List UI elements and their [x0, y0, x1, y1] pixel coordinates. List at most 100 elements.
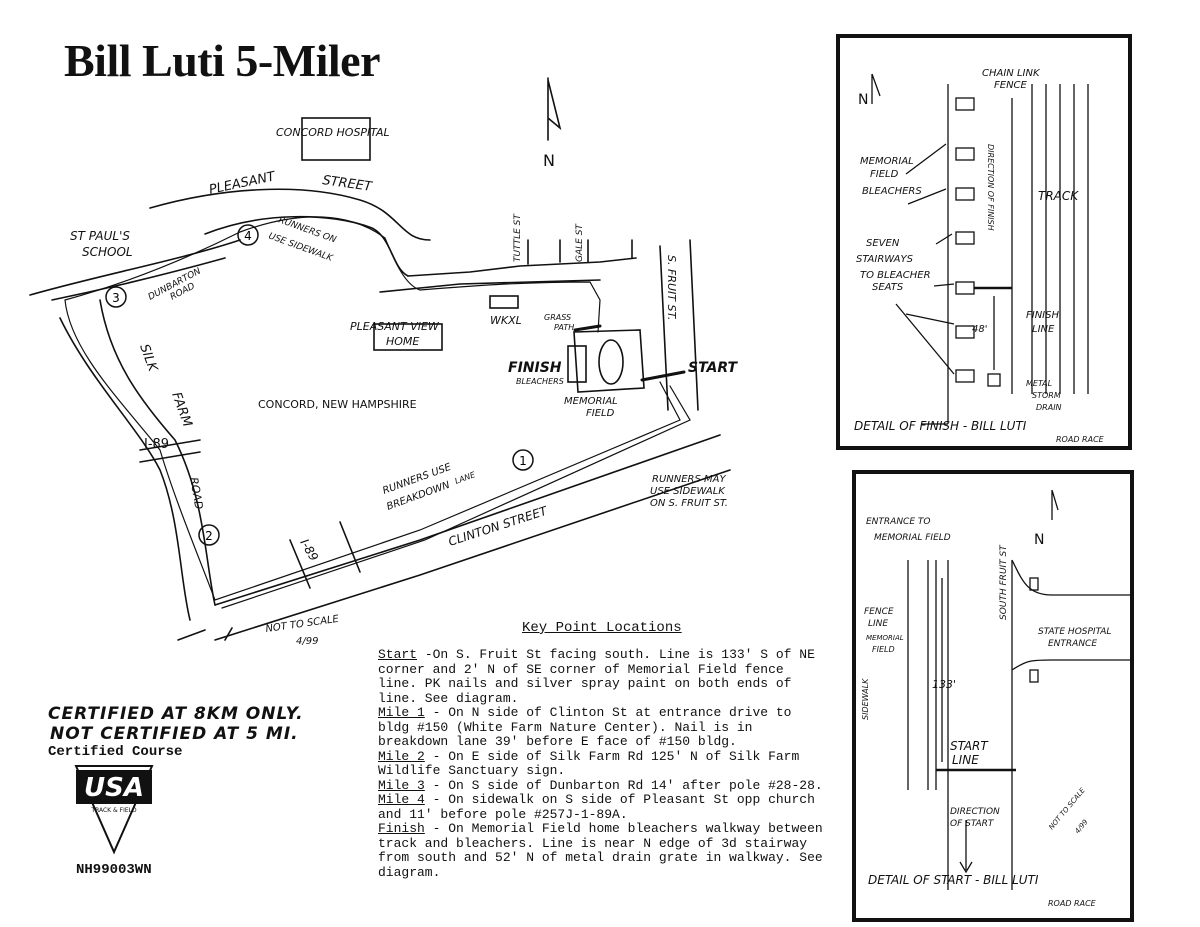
finish-stairways: STAIRWAYS: [856, 254, 914, 265]
finish-caption-1: DETAIL OF FINISH - BILL LUTI: [854, 419, 1027, 433]
usatf-logo: USA TRACK & FIELD: [74, 765, 154, 855]
finish-direction: DIRECTION OF FINISH: [986, 144, 995, 231]
memorial-field-track: [598, 339, 624, 385]
start-line-text: LINE: [868, 619, 888, 629]
mile-marker-2-label: 2: [205, 529, 213, 543]
label-path: PATH: [554, 323, 574, 332]
label-street: STREET: [321, 173, 373, 195]
label-s-fruit-st: S. FRUIT ST.: [665, 255, 678, 320]
key-item-text: -On S. Fruit St facing south. Line is 13…: [378, 647, 815, 706]
key-item-label: Mile 3: [378, 777, 425, 793]
course-map: 1 2 3 4 CONCORD HOSPITAL PLEASANT STREET…: [29, 77, 739, 647]
label-use-sidewalk-2: USE SIDEWALK: [650, 486, 726, 497]
finish-detail: CHAIN LINK FENCE MEMORIAL FIELD BLEACHER…: [836, 34, 1132, 450]
finish-distance: 48': [972, 324, 987, 335]
mile-marker-3-label: 3: [112, 291, 120, 305]
start-caption-2: ROAD RACE: [1048, 899, 1097, 908]
finish-line-marker: [573, 324, 602, 332]
mile-marker-1-label: 1: [519, 454, 527, 468]
key-item-label: Mile 4: [378, 792, 425, 807]
label-field: FIELD: [586, 408, 615, 419]
start-direction-arrow: [959, 820, 973, 874]
mile-marker-4-label: 4: [244, 229, 252, 243]
clinton-street-south: [214, 469, 731, 641]
silk-farm-road-east: [99, 299, 216, 606]
start-sidewalk: [927, 560, 937, 790]
label-memorial: MEMORIAL: [564, 396, 618, 407]
start-entrance-2: MEMORIAL FIELD: [874, 533, 951, 543]
start-north-arrow: [1051, 489, 1059, 520]
key-item-start: Start -On S. Fruit St facing south. Line…: [378, 647, 828, 706]
finish-track: TRACK: [1038, 189, 1079, 203]
mile-marker-2: [198, 524, 220, 546]
label-on-s-fruit: ON S. FRUIT ST.: [650, 498, 728, 509]
finish-bleachers: BLEACHERS: [862, 186, 922, 197]
start-south-fruit-st: SOUTH FRUIT ST: [999, 544, 1009, 620]
start-caption-1: DETAIL OF START - BILL LUTI: [868, 873, 1039, 887]
label-date: 4/99: [296, 636, 318, 647]
start-entrance-1: ENTRANCE TO: [866, 517, 930, 527]
finish-bleachers: [567, 345, 587, 383]
memorial-field: [573, 329, 645, 393]
hospital-building: [301, 117, 371, 161]
dunbarton-road-north: [29, 239, 241, 296]
key-list: Start -On S. Fruit St facing south. Line…: [378, 647, 828, 880]
certified-course-label: Certified Course: [48, 744, 183, 760]
stairway-5: [955, 281, 975, 295]
start-distance: 133': [932, 678, 956, 691]
gale-street: [587, 239, 633, 263]
start-date: 4/99: [1073, 818, 1090, 836]
key-item-label: Finish: [378, 821, 425, 836]
label-tuttle-st: TUTTLE ST: [513, 213, 523, 262]
finish-north-label: N: [858, 92, 868, 108]
start-memorial: MEMORIAL: [866, 634, 904, 642]
start-building-1: [1029, 577, 1039, 591]
course-id: NH99003WN: [76, 862, 152, 878]
label-north: N: [543, 151, 555, 170]
start-detail: ENTRANCE TO MEMORIAL FIELD SOUTH FRUIT S…: [852, 470, 1134, 922]
race-route: [64, 216, 681, 601]
label-grass: GRASS: [544, 313, 571, 322]
key-item-label: Mile 2: [378, 748, 425, 764]
start-south-fruit-street: [947, 560, 1013, 890]
mile-marker-3: [105, 286, 127, 308]
tuttle-street: [527, 239, 561, 265]
start-sidewalk-label: SIDEWALK: [861, 678, 870, 720]
label-st-pauls-2: SCHOOL: [82, 245, 133, 259]
wkxl-building: [489, 295, 519, 309]
stairway-7: [955, 369, 975, 383]
key-item-label: Mile 1: [378, 705, 425, 720]
label-i89-lower: I-89: [297, 537, 321, 564]
storm-drain: [987, 373, 1001, 387]
key-item-label: Start: [378, 647, 418, 662]
key-item-mile-2: Mile 2 - On E side of Silk Farm Rd 125' …: [378, 748, 828, 779]
label-hospital: CONCORD HOSPITAL: [276, 126, 390, 139]
finish-north-arrow: [871, 73, 881, 104]
pleasant-street-north: [149, 188, 431, 241]
finish-chain-link: CHAIN LINK: [982, 68, 1041, 79]
start-fence: FENCE: [864, 607, 894, 617]
start-line-marker: [640, 370, 686, 382]
start-building-2: [1029, 669, 1039, 683]
stairway-3: [955, 187, 975, 201]
mile-marker-4: [237, 224, 259, 246]
key-item-text: - On N side of Clinton St at entrance dr…: [378, 705, 792, 749]
label-gale-st: GALE ST: [575, 223, 585, 262]
key-item-text: - On E side of Silk Farm Rd 125' N of Si…: [378, 748, 800, 778]
label-finish: FINISH: [508, 360, 562, 376]
label-st-pauls-1: ST PAUL'S: [70, 229, 130, 243]
pleasant-view-home: [373, 323, 443, 351]
silk-farm-road-west: [59, 317, 191, 621]
usatf-logo-text: USA: [84, 773, 144, 803]
key-item-mile-1: Mile 1 - On N side of Clinton St at entr…: [378, 705, 828, 750]
certification-note-5mi: NOT CERTIFIED AT 5 MI.: [50, 724, 299, 744]
finish-field: FIELD: [870, 169, 899, 180]
label-pleasant-view-1: PLEASANT VIEW: [350, 320, 440, 333]
key-title: Key Point Locations: [522, 620, 682, 636]
finish-fence-line: [921, 84, 949, 425]
finish-track-lanes: [1031, 84, 1089, 394]
dunbarton-road-south: [51, 257, 226, 301]
label-lane: LANE: [454, 470, 478, 486]
finish-storm: STORM: [1032, 391, 1061, 400]
key-item-text: - On Memorial Field home bleachers walkw…: [378, 821, 823, 880]
